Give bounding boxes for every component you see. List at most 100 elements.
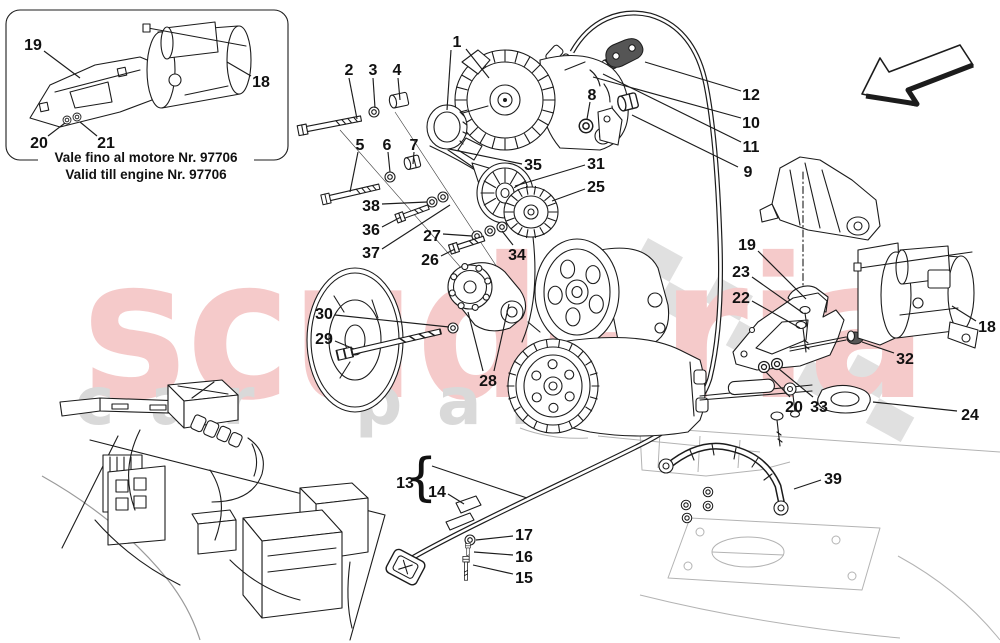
leader-line [79, 121, 98, 137]
support-bracket-drawing [732, 285, 845, 374]
leader-line [872, 401, 958, 412]
leader-line [372, 77, 376, 109]
inset-caption-english: Valid till engine Nr. 97706 [65, 167, 227, 182]
callout-number-16: 16 [515, 549, 533, 566]
leader-line [631, 114, 739, 168]
belt-drive-drawing [429, 145, 559, 343]
battery-tray-drawing [59, 379, 386, 641]
callout-number-27: 27 [423, 228, 441, 245]
callout-number-37: 37 [362, 245, 380, 262]
inset-caption-italian: Vale fino al motore Nr. 97706 [54, 150, 238, 165]
callout-number-19: 19 [24, 37, 42, 54]
callout-number-28: 28 [479, 373, 497, 390]
checker-cell [704, 276, 753, 321]
callout-number-15: 15 [515, 570, 533, 587]
leader-line [47, 122, 66, 137]
leader-line [226, 61, 252, 77]
direction-arrow [861, 44, 974, 107]
checker-cell [655, 281, 705, 326]
callout-number-30: 30 [315, 306, 333, 323]
leader-line [440, 248, 456, 257]
callout-number-8: 8 [588, 87, 597, 104]
tie-rod-drawing [699, 378, 871, 418]
cable-clamp-drawing [605, 38, 644, 68]
leader-line [43, 50, 81, 79]
engine-mount-bracket-drawing [759, 156, 881, 297]
leader-line [793, 479, 822, 490]
leader-line [412, 151, 415, 165]
callout-number-26: 26 [421, 252, 439, 269]
leader-line [551, 188, 586, 202]
callout-number-20: 20 [30, 135, 48, 152]
callout-number-34: 34 [508, 247, 526, 264]
leader-line [431, 465, 528, 499]
callout-number-39: 39 [824, 471, 842, 488]
leader-line [757, 250, 807, 300]
leader-line [334, 314, 450, 328]
leader-line [381, 216, 402, 228]
leader-line [475, 535, 514, 541]
checker-cell [844, 354, 893, 399]
callout-number-10: 10 [742, 115, 760, 132]
callout-number-17: 17 [515, 527, 533, 544]
callout-number-5: 5 [356, 137, 365, 154]
callout-number-2: 2 [345, 62, 354, 79]
callout-number-3: 3 [369, 62, 378, 79]
callout-number-22: 22 [732, 290, 750, 307]
callout-number-35: 35 [524, 157, 542, 174]
callout-number-13: 13 [396, 475, 414, 492]
callout-number-4: 4 [393, 62, 402, 79]
ac-compressor-drawing [506, 337, 709, 437]
leader-line [467, 311, 484, 372]
checker-cell [865, 398, 915, 443]
leader-line [442, 233, 473, 237]
leader-line [514, 164, 586, 187]
callout-number-1: 1 [453, 34, 462, 51]
checker-cell [634, 238, 683, 282]
leader-line [501, 230, 514, 246]
leader-line [387, 151, 391, 173]
inset-box: Vale fino al motore Nr. 97706 Valid till… [5, 9, 289, 182]
callout-number-18: 18 [978, 319, 996, 336]
leader-line [448, 148, 523, 165]
ground-strap-drawing [658, 411, 789, 524]
watermark-letter: a [437, 363, 482, 440]
leader-line [446, 49, 452, 111]
callout-number-36: 36 [362, 222, 380, 239]
callout-number-9: 9 [744, 164, 753, 181]
leader-line [778, 368, 814, 398]
leader-line [381, 201, 428, 205]
leader-line [473, 551, 514, 556]
leader-line [465, 48, 490, 79]
leader-line [381, 204, 451, 250]
leader-line [861, 341, 895, 354]
callout-number-24: 24 [961, 407, 979, 424]
callout-number-29: 29 [315, 331, 333, 348]
leader-line [349, 151, 359, 193]
leader-line [348, 77, 358, 120]
leader-line [447, 493, 465, 505]
leader-line [334, 340, 355, 350]
leader-line [765, 371, 791, 398]
callout-number-20: 20 [785, 399, 803, 416]
callout-number-33: 33 [810, 399, 828, 416]
leader-line [472, 564, 514, 575]
callout-number-14: 14 [428, 484, 446, 501]
callout-number-11: 11 [743, 139, 760, 156]
callout-number-25: 25 [587, 179, 605, 196]
callout-number-6: 6 [383, 137, 392, 154]
callout-number-38: 38 [362, 198, 380, 215]
leader-line [644, 61, 742, 92]
bracket-brace: { [404, 448, 437, 508]
water-pump-pulley-drawing [534, 238, 670, 346]
callout-number-21: 21 [97, 135, 115, 152]
callout-number-31: 31 [587, 156, 605, 173]
leader-line [397, 77, 401, 101]
leader-line [493, 303, 510, 372]
callout-number-12: 12 [742, 87, 760, 104]
leader-line [951, 305, 977, 322]
callout-number-19: 19 [738, 237, 756, 254]
